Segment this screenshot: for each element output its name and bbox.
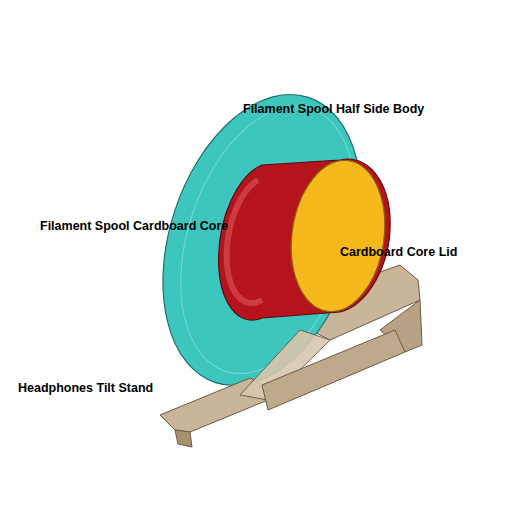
core-shade	[227, 180, 262, 303]
stand-cross-bar	[262, 330, 405, 410]
part-label: Headphones Tilt Stand	[18, 382, 153, 396]
stand-foot	[175, 430, 192, 447]
part-label: Filament Spool Half Side Body	[243, 103, 424, 117]
part-label: Filament Spool Cardboard Core	[40, 220, 228, 234]
core-lid	[282, 154, 394, 317]
part-label: Cardboard Core Lid	[340, 246, 457, 260]
